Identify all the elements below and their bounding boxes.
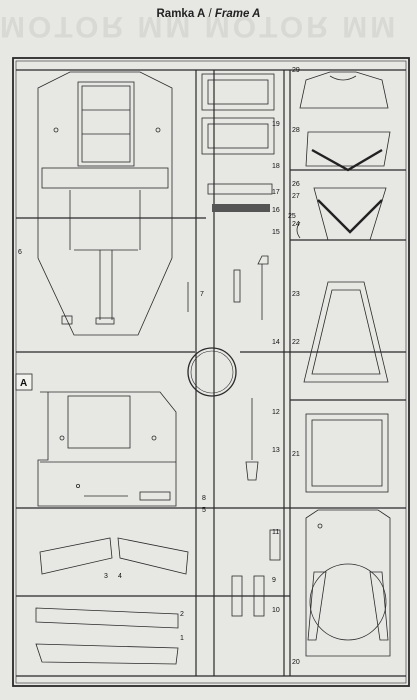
part-label: 5	[202, 507, 206, 514]
parts-center-column	[187, 73, 301, 617]
part-label: 12	[272, 409, 280, 416]
part-label: 8	[202, 495, 206, 502]
frame-badge-label: A	[20, 378, 27, 389]
part-label: 11	[272, 529, 279, 536]
part-label: 22	[292, 339, 300, 346]
part-label: 26	[292, 181, 300, 188]
title-separator: /	[205, 8, 215, 20]
part-label: 6	[18, 249, 22, 256]
part-label: 28	[292, 127, 300, 134]
part-label: 18	[272, 163, 280, 170]
part-label: 17	[272, 189, 280, 196]
page-title: Ramka A / Frame A	[0, 8, 417, 20]
part-turret-top	[299, 71, 391, 172]
part-label: 27	[292, 193, 300, 200]
part-frame-21	[305, 413, 389, 493]
part-number-labels: 1 2 3 4 5 6 7 8 9 10 11 12 13 14 15 16 1…	[18, 67, 300, 666]
title-main: Ramka A	[156, 8, 206, 20]
part-label: 24	[292, 221, 300, 228]
part-front-plate	[313, 187, 387, 241]
part-label: 2	[180, 611, 184, 618]
part-label: 29	[292, 67, 300, 74]
part-label: 23	[292, 291, 300, 298]
part-label: 3	[104, 573, 108, 580]
title-sub: Frame A	[214, 8, 261, 20]
part-rear-plate	[303, 281, 389, 383]
sprue-frame-inner	[15, 60, 407, 684]
sprue-ring	[187, 347, 237, 397]
part-hull-lower	[37, 391, 177, 507]
part-label: 1	[180, 635, 184, 642]
part-label: 14	[272, 339, 280, 346]
part-label: 13	[272, 447, 280, 454]
part-label: 19	[272, 121, 280, 128]
runners	[16, 69, 406, 677]
part-label: 10	[272, 607, 280, 614]
part-skirts	[35, 607, 179, 665]
part-mudguards	[39, 537, 189, 575]
sprue-frame	[12, 57, 410, 687]
part-label: 4	[118, 573, 122, 580]
part-label: 7	[200, 291, 204, 298]
part-hull-top	[37, 71, 173, 336]
part-turret-ring	[305, 509, 391, 657]
part-label: 15	[272, 229, 280, 236]
part-label: 16	[272, 207, 280, 214]
part-label: 9	[272, 577, 276, 584]
frame-badge: A	[15, 373, 33, 391]
part-label: 25	[288, 213, 296, 220]
part-label: 20	[292, 659, 300, 666]
part-label: 21	[292, 451, 300, 458]
